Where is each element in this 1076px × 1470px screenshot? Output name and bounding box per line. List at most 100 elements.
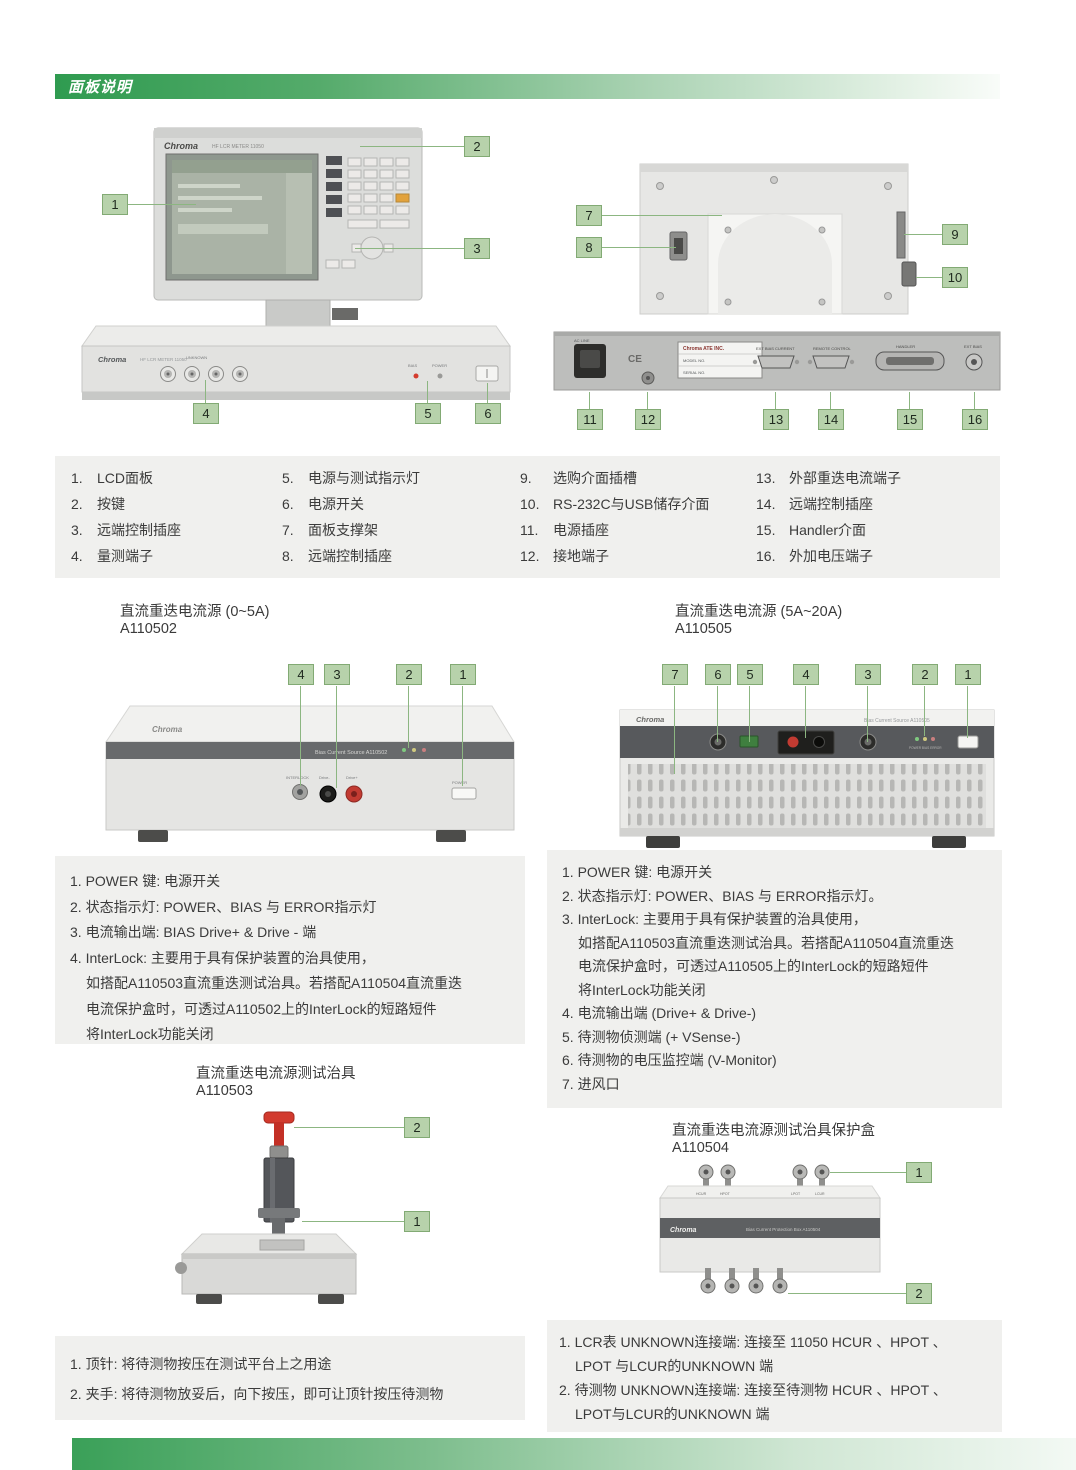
keypad	[325, 156, 410, 269]
legend-text: 量测端子	[97, 548, 153, 564]
callout-line	[775, 392, 776, 409]
legend-item: 4.量测端子	[71, 543, 181, 569]
svg-text:EXT BIAS: EXT BIAS	[964, 344, 982, 349]
lpot-label: LPOT	[791, 1192, 801, 1196]
legend-text: Handler介面	[789, 522, 867, 538]
legend-item: 15.Handler介面	[756, 517, 901, 543]
svg-text:EXT BIAS CURRENT: EXT BIAS CURRENT	[756, 346, 795, 351]
power-switch	[475, 365, 499, 382]
note-line: LPOT与LCUR的UNKNOWN 端	[575, 1406, 770, 1422]
svg-text:Drive+: Drive+	[346, 775, 358, 780]
callout-line	[717, 686, 718, 742]
legend-text: 电源与测试指示灯	[308, 470, 420, 486]
legend-number: 2.	[71, 496, 83, 512]
note-line: 2. 状态指示灯: POWER、BIAS 与 ERROR指示灯	[70, 898, 377, 915]
a110505-illustration: Chroma Bias Current Source A110505 POWER…	[619, 709, 995, 848]
legend-text: LCD面板	[97, 470, 154, 486]
callout-line	[355, 248, 464, 249]
note-line: 将InterLock功能关闭	[578, 981, 706, 998]
panel-label: Bias Current Source A110502	[315, 750, 387, 756]
callout-line	[924, 686, 925, 736]
brand-logo: Chroma	[164, 141, 198, 151]
callout-line	[830, 1172, 906, 1173]
a110503-section-title: 直流重迭电流源测试治具	[196, 1066, 356, 1082]
callout-line	[974, 392, 975, 409]
foot	[318, 1294, 344, 1304]
callout-line	[589, 392, 590, 409]
legend-panel: 1.LCD面板 2.按键 3.远端控制插座 4.量测端子 5.电源与测试指示灯 …	[55, 456, 1000, 578]
air-vents	[628, 764, 986, 828]
callout-line	[916, 277, 942, 278]
callout-line	[602, 247, 676, 248]
foot	[436, 830, 466, 842]
legend-number: 13.	[756, 470, 776, 486]
legend-item: 1.LCD面板	[71, 465, 181, 491]
model-label: HF LCR METER 11050	[140, 357, 187, 362]
svg-text:Drive-: Drive-	[319, 775, 330, 780]
a110502-section-title: 直流重迭电流源 (0~5A)	[120, 604, 270, 620]
legend-text: 远端控制插座	[97, 522, 181, 538]
callout-11-rear: 11	[577, 409, 603, 430]
legend-text: 远端控制插座	[789, 496, 873, 512]
legend-text: 电源开关	[308, 496, 364, 512]
callout-10-rear: 10	[942, 267, 968, 288]
dut-unknown-connectors	[700, 1268, 788, 1294]
svg-text:Chroma ATE INC.: Chroma ATE INC.	[683, 346, 725, 352]
callout-line	[674, 686, 675, 774]
callout-line	[805, 686, 806, 738]
callout-line	[602, 215, 722, 216]
note-line: 电流保护盒时，可透过A110502上的InterLock的短路短件	[86, 1000, 437, 1017]
handler-connector: HANDLER	[875, 344, 945, 371]
svg-text:POWER BIAS ERROR: POWER BIAS ERROR	[909, 746, 942, 750]
callout-2-a110504: 2	[906, 1283, 932, 1304]
remote-control-socket-rear	[669, 231, 688, 261]
panel-label: Bias Current Protection Box A110504	[746, 1227, 821, 1232]
a110505-model-label: A110505	[675, 621, 732, 637]
legend-number: 11.	[520, 522, 539, 538]
callout-line	[300, 686, 301, 786]
callout-8-rear: 8	[576, 237, 602, 258]
callout-1-a110505: 1	[955, 664, 981, 685]
note-line: 2. 待测物 UNKNOWN连接端: 连接至待测物 HCUR 、HPOT 、	[559, 1382, 947, 1398]
callout-line	[830, 392, 831, 409]
callout-5-a110505: 5	[737, 664, 763, 685]
callout-2-front: 2	[464, 136, 490, 157]
a110503-notes-panel: 1. 顶针: 将待测物按压在测试平台上之用途 2. 夹手: 将待测物放妥后，向下…	[55, 1336, 525, 1420]
callout-line	[909, 392, 910, 409]
clamp-column	[263, 1157, 295, 1223]
section-header-bar: 面板说明	[55, 74, 1000, 99]
svg-text:HANDLER: HANDLER	[896, 344, 915, 349]
note-line: 6. 待测物的电压监控端 (V-Monitor)	[562, 1052, 777, 1068]
callout-14-rear: 14	[818, 409, 844, 430]
foot	[646, 836, 680, 848]
legend-item: 9.选购介面插槽	[520, 465, 709, 491]
legend-column-2: 5.电源与测试指示灯 6.电源开关 7.面板支撑架 8.远端控制插座	[282, 465, 420, 569]
legend-text: 选购介面插槽	[553, 470, 637, 486]
panel-support-bracket	[707, 213, 843, 315]
option-slot	[896, 211, 906, 259]
callout-line	[205, 380, 206, 403]
note-line: 1. 顶针: 将待测物按压在测试平台上之用途	[70, 1356, 332, 1372]
brand-logo: Chroma	[670, 1227, 697, 1234]
note-line: LPOT 与LCUR的UNKNOWN 端	[575, 1358, 774, 1374]
ac-inlet: AC LINE	[574, 338, 606, 378]
drive-output-block	[777, 730, 835, 755]
footer-gradient-bar	[72, 1438, 1076, 1470]
legend-item: 3.远端控制插座	[71, 517, 181, 543]
legend-number: 10.	[520, 496, 540, 512]
svg-text:INTERLOCK: INTERLOCK	[286, 775, 309, 780]
note-line: 1. POWER 键: 电源开关	[562, 864, 713, 880]
panel-label: Bias Current Source A110505	[864, 718, 930, 724]
svg-text:AC LINE: AC LINE	[574, 338, 590, 343]
callout-7-a110505: 7	[662, 664, 688, 685]
legend-item: 11.电源插座	[520, 517, 709, 543]
callout-13-rear: 13	[763, 409, 789, 430]
callout-3-a110502: 3	[324, 664, 350, 685]
lcr-meter-rear-illustration: AC LINE CE Chroma ATE INC. MODEL NO. SER…	[553, 163, 1001, 391]
hpot-label: HPOT	[720, 1192, 731, 1196]
callout-5-front: 5	[415, 403, 441, 424]
status-leds	[402, 748, 426, 752]
callout-line	[647, 392, 648, 409]
a110502-notes-panel: 1. POWER 键: 电源开关 2. 状态指示灯: POWER、BIAS 与 …	[55, 856, 525, 1044]
callout-4-a110502: 4	[288, 664, 314, 685]
